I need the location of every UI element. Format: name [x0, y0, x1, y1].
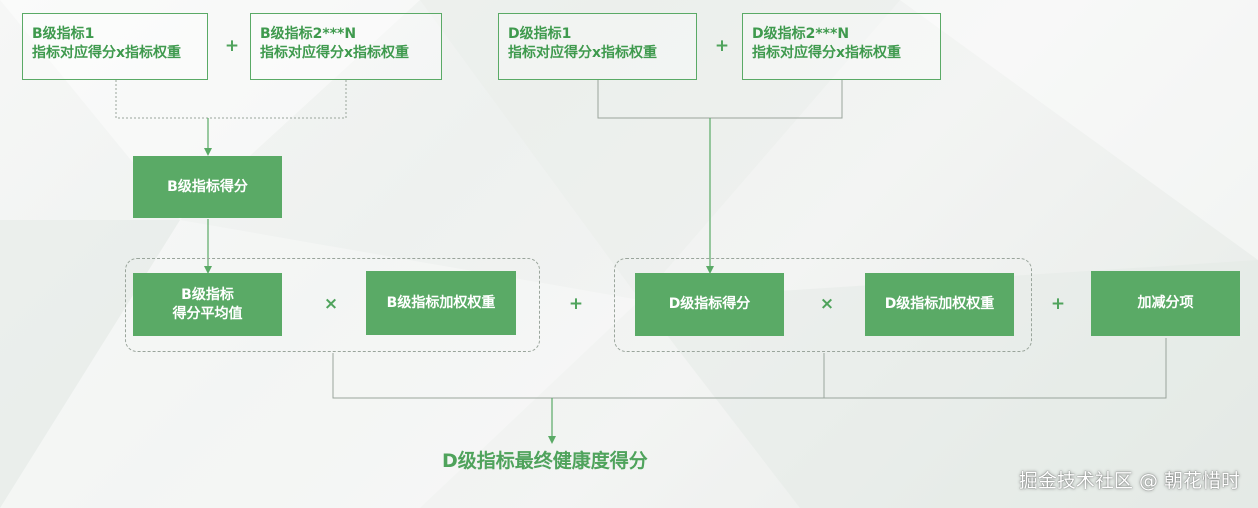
- b-indicator-n-title: B级指标2***N: [260, 26, 357, 42]
- b-average-line1: B级指标: [181, 286, 234, 303]
- b-indicator-1-box: B级指标1 指标对应得分x指标权重: [22, 13, 208, 80]
- b-score-box: B级指标得分: [133, 156, 282, 218]
- b-indicator-1-title: B级指标1: [32, 26, 95, 42]
- b-average-line2: 得分平均值: [172, 305, 243, 322]
- d-indicator-1-formula: 指标对应得分x指标权重: [508, 45, 658, 61]
- d-score-box: D级指标得分: [635, 273, 784, 336]
- plus-operator-top-b: +: [224, 36, 240, 56]
- adjustment-box: 加减分项: [1091, 271, 1240, 336]
- times-operator-b: ×: [323, 294, 339, 314]
- b-weight-label: B级指标加权权重: [386, 294, 496, 311]
- b-indicator-n-formula: 指标对应得分x指标权重: [260, 45, 410, 61]
- d-weight-label: D级指标加权权重: [884, 296, 995, 312]
- b-score-label: B级指标得分: [167, 178, 248, 195]
- plus-operator-top-d: +: [714, 36, 730, 56]
- d-indicator-n-box: D级指标2***N 指标对应得分x指标权重: [742, 13, 941, 80]
- watermark-text: 掘金技术社区 @ 朝花惜时: [1018, 470, 1240, 492]
- d-group-frame: [614, 258, 1032, 352]
- b-weight-box: B级指标加权权重: [366, 271, 516, 335]
- b-indicator-1-formula: 指标对应得分x指标权重: [32, 45, 182, 61]
- plus-operator-right: +: [1050, 294, 1066, 314]
- adjustment-label: 加减分项: [1137, 295, 1194, 311]
- d-indicator-n-formula: 指标对应得分x指标权重: [752, 45, 902, 61]
- times-operator-d: ×: [819, 294, 835, 314]
- d-indicator-1-box: D级指标1 指标对应得分x指标权重: [498, 13, 697, 80]
- d-score-label: D级指标得分: [668, 296, 751, 312]
- d-weight-box: D级指标加权权重: [865, 273, 1014, 336]
- b-average-box: B级指标 得分平均值: [133, 273, 282, 336]
- b-group-frame: [125, 258, 540, 352]
- b-indicator-n-box: B级指标2***N 指标对应得分x指标权重: [250, 13, 442, 80]
- d-indicator-1-title: D级指标1: [508, 26, 572, 42]
- d-indicator-n-title: D级指标2***N: [752, 26, 850, 42]
- plus-operator-middle: +: [568, 294, 584, 314]
- final-score-label: D级指标最终健康度得分: [442, 450, 648, 472]
